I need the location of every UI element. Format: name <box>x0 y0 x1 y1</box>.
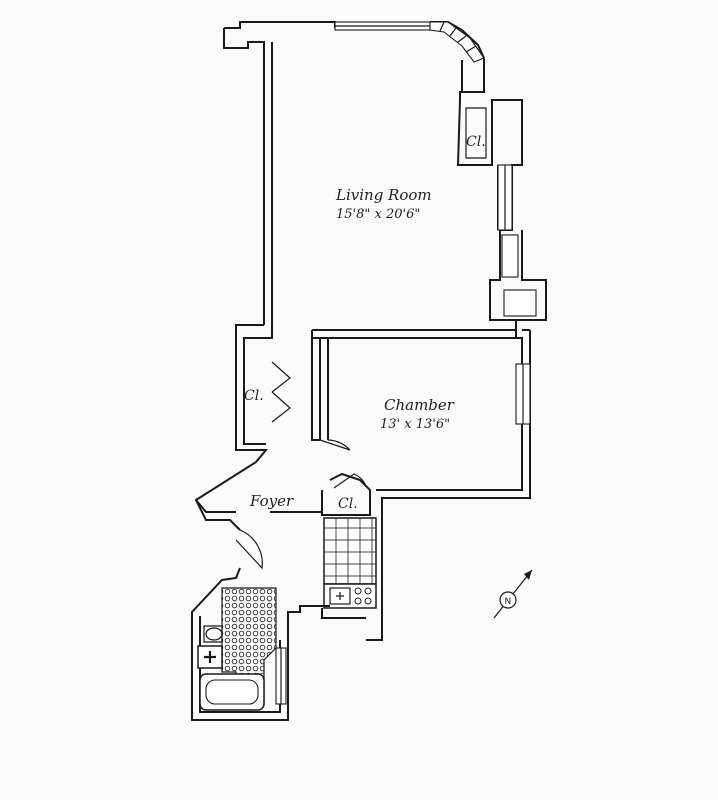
window-right <box>497 164 537 317</box>
living-room-dims: 15'8" x 20'6" <box>336 207 420 222</box>
window-top <box>334 21 431 31</box>
chamber-door <box>319 439 351 451</box>
chamber-closet: Cl. <box>321 472 371 516</box>
foyer-closet-label: Cl. <box>244 388 264 404</box>
chamber-dims: 13' x 13'6" <box>380 417 450 432</box>
living-room-name: Living Room <box>335 186 432 204</box>
living-closet-label: Cl. <box>466 134 486 150</box>
foyer-walls <box>194 324 323 531</box>
north-arrow: N <box>493 569 533 619</box>
chamber-name: Chamber <box>384 396 455 414</box>
living-closet: Cl. <box>465 107 487 159</box>
kitchen <box>321 517 377 619</box>
entry-door <box>235 529 263 570</box>
window-bay <box>429 21 485 63</box>
bathroom <box>191 567 330 721</box>
foyer-closet: Cl. <box>244 361 291 423</box>
chamber-closet-label: Cl. <box>338 496 358 512</box>
foyer-name: Foyer <box>249 492 294 510</box>
compass-icon <box>499 591 517 609</box>
compass-label: N <box>505 597 512 607</box>
window-chamber <box>515 363 531 425</box>
